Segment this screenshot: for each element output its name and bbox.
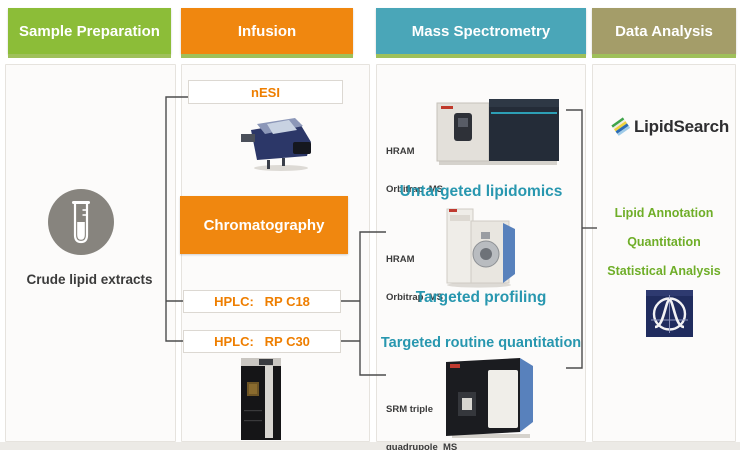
- header-underline: [181, 54, 353, 58]
- chromatography-box: Chromatography: [180, 196, 348, 254]
- analysis-item-quantitation: Quantitation: [627, 235, 701, 249]
- srm-label-line2: quadrupole MS: [386, 442, 458, 450]
- header-underline: [592, 54, 736, 58]
- orbitrap1-label-line2: Orbitrap MS: [386, 184, 444, 196]
- chromatography-label: Chromatography: [203, 216, 325, 234]
- workflow-targeted-label: Targeted profiling: [415, 289, 547, 306]
- srm-label: SRM triple quadrupole MS: [386, 378, 457, 450]
- orbitrap1-label: HRAM Orbitrap MS: [386, 120, 443, 223]
- header-infusion-label: Infusion: [237, 22, 297, 40]
- hplc-c30-label: HPLC: RP C30: [214, 334, 310, 349]
- hplc-instrument-image: [239, 358, 285, 442]
- header-mass-spectrometry-label: Mass Spectrometry: [411, 22, 551, 40]
- hplc-c18-label: HPLC: RP C18: [214, 294, 310, 309]
- orbitrap-ms-image-2: [437, 208, 518, 288]
- hplc-c18-box: HPLC: RP C18: [183, 290, 341, 313]
- sample-caption: Crude lipid extracts: [26, 272, 153, 287]
- header-underline: [376, 54, 586, 58]
- workflow-untargeted-label: Untargeted lipidomics: [399, 183, 563, 200]
- orbitrap2-label: HRAM Orbitrap MS: [386, 228, 443, 331]
- header-infusion: Infusion: [181, 8, 353, 54]
- nesi-box: nESI: [188, 80, 343, 104]
- orbitrap1-label-line1: HRAM: [386, 145, 415, 157]
- header-data-analysis-label: Data Analysis: [615, 22, 713, 40]
- triple-quadrupole-ms-image: [440, 354, 546, 440]
- orbitrap2-label-line2: Orbitrap MS: [386, 292, 444, 304]
- header-mass-spectrometry: Mass Spectrometry: [376, 8, 586, 54]
- header-underline: [8, 54, 171, 58]
- hplc-c30-box: HPLC: RP C30: [183, 330, 341, 353]
- analysis-item-statistical-analysis: Statistical Analysis: [607, 264, 721, 278]
- header-data-analysis: Data Analysis: [592, 8, 736, 54]
- header-sample-preparation-label: Sample Preparation: [19, 22, 160, 40]
- analysis-item-lipid-annotation: Lipid Annotation: [614, 206, 714, 220]
- test-tube-icon: [48, 189, 114, 255]
- nesi-label: nESI: [251, 84, 280, 100]
- orbitrap-ms-image-1: [435, 97, 561, 169]
- workflow-quantitation-label: Targeted routine quantitation: [380, 335, 582, 351]
- quantitation-software-logo-icon: [646, 290, 693, 337]
- lipidsearch-label: LipidSearch: [633, 117, 730, 136]
- header-sample-preparation: Sample Preparation: [8, 8, 171, 54]
- bottom-shadow-strip: [0, 442, 740, 450]
- orbitrap2-label-line1: HRAM: [386, 253, 415, 265]
- nanomate-infusion-device-image: [237, 108, 323, 172]
- lipidsearch-icon: [611, 117, 631, 137]
- lipidsearch-logo: LipidSearch: [604, 117, 736, 137]
- srm-label-line1: SRM triple: [386, 403, 433, 415]
